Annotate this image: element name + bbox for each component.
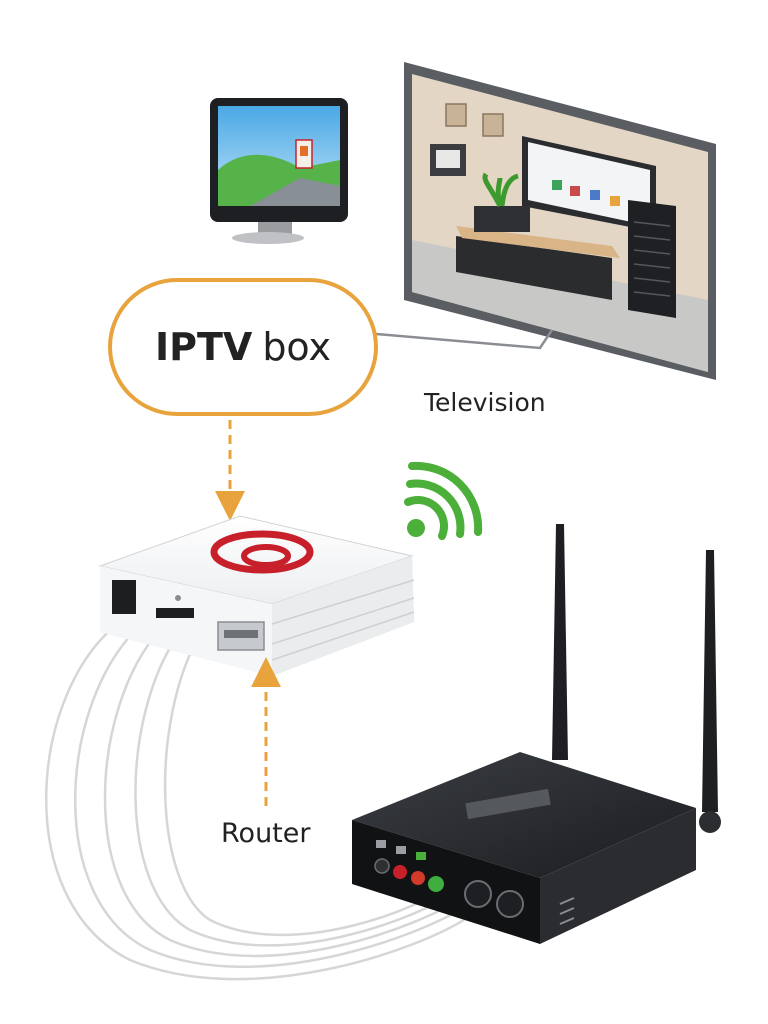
cables: [45, 621, 471, 981]
router-icon: [352, 524, 721, 944]
iptv-label-strong: IPTV: [154, 325, 253, 369]
router-label: Router: [221, 818, 311, 849]
television-label: Television: [424, 388, 546, 417]
tv-connector-line: [375, 329, 554, 350]
iptv-label-rest: box: [262, 325, 332, 369]
monitor-icon: [210, 98, 348, 244]
set-top-box-icon: [98, 515, 415, 676]
television-icon: [404, 62, 716, 380]
brand-logo-icon: [210, 530, 314, 574]
wifi-signal-icon: [404, 461, 483, 540]
